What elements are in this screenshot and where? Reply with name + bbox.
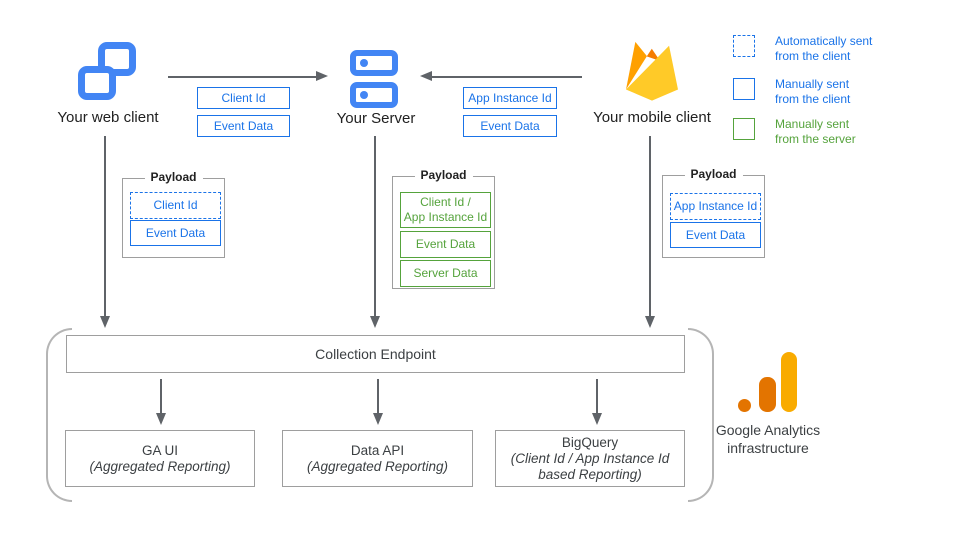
payload-item-app-instance-id: App Instance Id xyxy=(670,193,761,220)
arrowhead-right-icon xyxy=(316,71,328,81)
caption-line: infrastructure xyxy=(727,440,809,456)
arrowhead-down-icon xyxy=(99,316,110,328)
payload-item-line: App Instance Id xyxy=(403,210,488,224)
payload-title: Payload xyxy=(684,167,743,181)
google-analytics-logo-icon xyxy=(731,352,797,414)
ga-logo-mid-bar xyxy=(759,377,776,412)
legend-line: from the client xyxy=(775,92,851,106)
payload-item-client-id: Client Id xyxy=(130,192,221,219)
arrow-mobile-down xyxy=(649,136,651,316)
payload-box-web: Payload Client Id Event Data xyxy=(122,170,225,258)
legend-label-manual-client: Manually sent from the client xyxy=(775,77,850,107)
ga-ui-title: GA UI xyxy=(141,443,178,458)
arrowhead-down-icon xyxy=(372,413,383,425)
browser-window-front-icon xyxy=(78,66,116,100)
bigquery-subtitle-line2: based Reporting) xyxy=(538,466,642,482)
bigquery-subtitle-line1: (Client Id / App Instance Id xyxy=(510,450,670,466)
arrowhead-left-icon xyxy=(420,71,432,81)
tag-event-data: Event Data xyxy=(197,115,290,137)
legend-line: Manually sent xyxy=(775,77,850,91)
tag-client-id: Client Id xyxy=(197,87,290,109)
tag-event-data-mobile: Event Data xyxy=(463,115,557,137)
payload-box-server: Payload Client Id / App Instance Id Even… xyxy=(392,168,495,289)
arrow-web-to-server xyxy=(168,76,316,78)
arrowhead-down-icon xyxy=(591,413,602,425)
server-rack-top-icon xyxy=(350,50,398,76)
ga-ui-subtitle: (Aggregated Reporting) xyxy=(89,459,231,474)
bigquery-title: BigQuery xyxy=(561,434,619,450)
payload-title: Payload xyxy=(414,168,473,182)
payload-item-line: Client Id / xyxy=(420,195,471,209)
bracket-right xyxy=(688,328,714,502)
data-api-subtitle: (Aggregated Reporting) xyxy=(306,459,449,474)
payload-item-client-or-app-id: Client Id / App Instance Id xyxy=(400,192,491,228)
web-client-icon xyxy=(78,42,136,100)
legend-swatch-manual-server xyxy=(733,118,755,140)
bigquery-box: BigQuery (Client Id / App Instance Id ba… xyxy=(495,430,685,487)
ga-infrastructure-caption: Google Analytics infrastructure xyxy=(703,421,833,457)
ga-logo-dot xyxy=(738,399,751,412)
legend-line: from the server xyxy=(775,132,856,146)
legend-line: Automatically sent xyxy=(775,34,873,48)
legend-line: from the client xyxy=(775,49,851,63)
server-icon xyxy=(350,50,398,108)
payload-item-event-data: Event Data xyxy=(670,222,761,248)
collection-endpoint-label: Collection Endpoint xyxy=(315,345,436,362)
server-label: Your Server xyxy=(336,110,416,127)
caption-line: Google Analytics xyxy=(715,422,821,438)
arrow-to-bigquery xyxy=(596,379,598,413)
payload-item-server-data: Server Data xyxy=(400,260,491,287)
legend-swatch-auto-client xyxy=(733,35,755,57)
arrow-server-down xyxy=(374,136,376,316)
collection-endpoint-box: Collection Endpoint xyxy=(66,335,685,373)
legend-label-manual-server: Manually sent from the server xyxy=(775,117,856,147)
data-api-title: Data API xyxy=(350,443,405,458)
arrow-to-ga-ui xyxy=(160,379,162,413)
arrow-mobile-to-server xyxy=(432,76,582,78)
arrow-web-down xyxy=(104,136,106,316)
payload-item-event-data: Event Data xyxy=(400,231,491,258)
payload-title: Payload xyxy=(144,170,203,184)
web-client-label: Your web client xyxy=(57,109,159,126)
legend-label-auto-client: Automatically sent from the client xyxy=(775,34,872,64)
ga-logo-tall-bar xyxy=(781,352,797,412)
ga-ui-box: GA UI (Aggregated Reporting) xyxy=(65,430,255,487)
data-api-box: Data API (Aggregated Reporting) xyxy=(282,430,473,487)
legend-swatch-manual-client xyxy=(733,78,755,100)
firebase-flame-icon xyxy=(626,41,678,101)
arrow-to-data-api xyxy=(377,379,379,413)
arrowhead-down-icon xyxy=(155,413,166,425)
server-rack-bottom-icon xyxy=(350,82,398,108)
legend-line: Manually sent xyxy=(775,117,850,131)
arrowhead-down-icon xyxy=(644,316,655,328)
payload-box-mobile: Payload App Instance Id Event Data xyxy=(662,167,765,258)
arrowhead-down-icon xyxy=(369,316,380,328)
mobile-client-label: Your mobile client xyxy=(593,109,711,126)
payload-item-event-data: Event Data xyxy=(130,220,221,246)
tag-app-instance-id: App Instance Id xyxy=(463,87,557,109)
